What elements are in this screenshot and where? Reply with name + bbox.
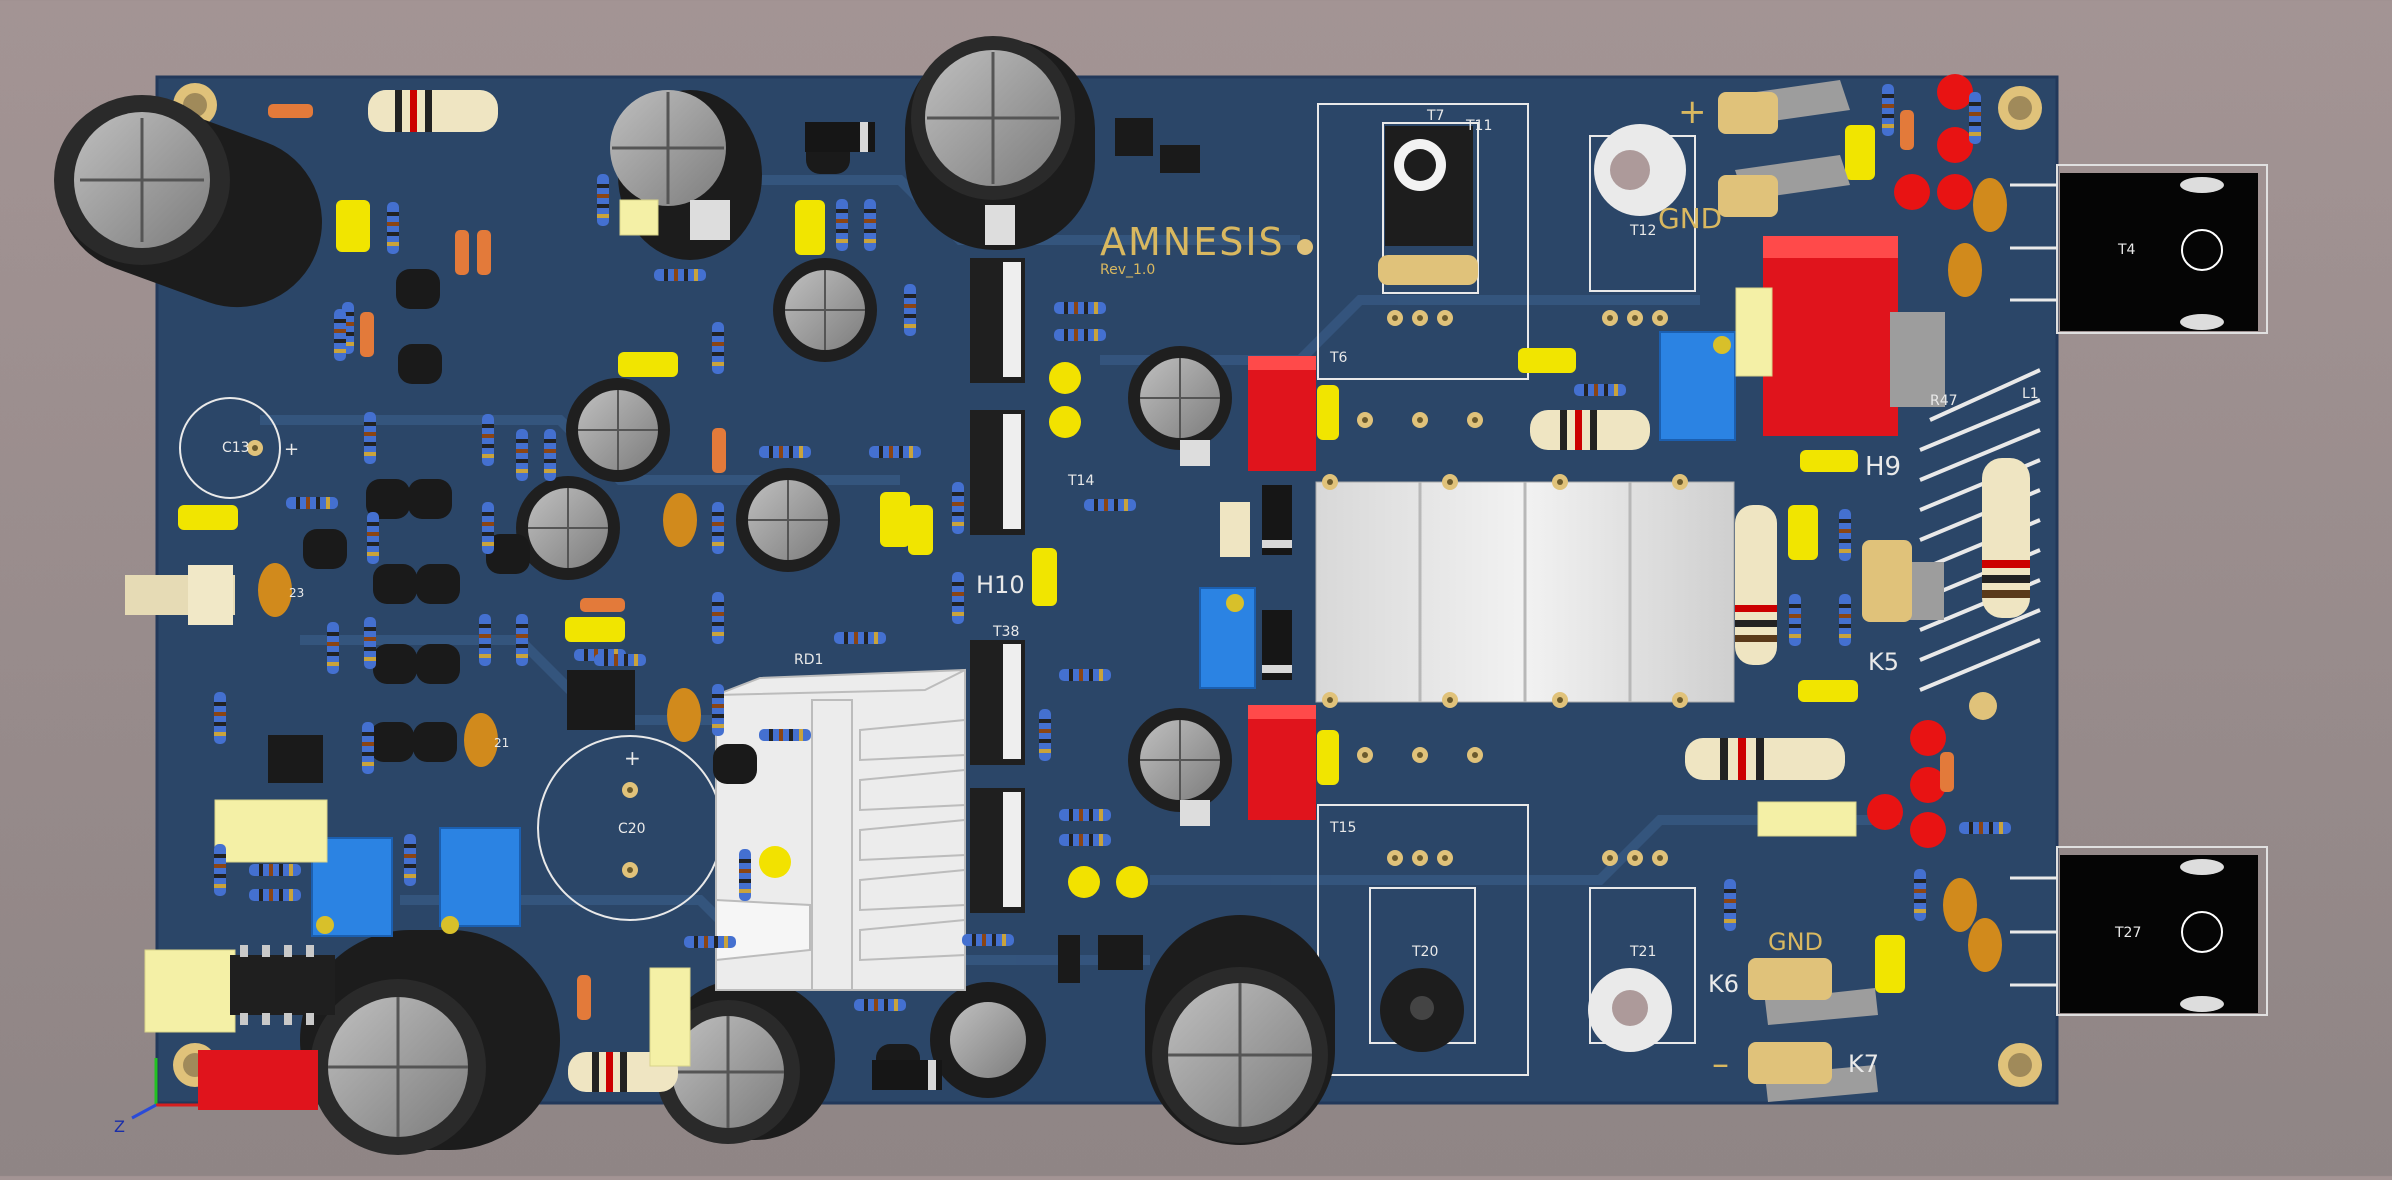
label-h9: H9 <box>1865 452 1901 482</box>
label-h10: H10 <box>976 571 1025 599</box>
label-t21: T21 <box>1629 944 1656 960</box>
capacitor-large-topleft <box>54 95 322 308</box>
label-t38: T38 <box>992 624 1019 640</box>
axis-gizmo: Z <box>114 1058 198 1136</box>
label-t4: T4 <box>2117 242 2136 258</box>
label-gnd-bottom: GND <box>1768 928 1823 956</box>
output-transistor-t27 <box>2056 846 2268 1016</box>
label-t20: T20 <box>1411 944 1438 960</box>
capacitor-large-bottom1 <box>300 930 560 1155</box>
red-leds <box>1867 74 1973 848</box>
output-transistor-t4 <box>2056 164 2268 334</box>
transistor-t12 <box>1594 124 1686 216</box>
yellow-leds <box>759 362 1148 898</box>
connector-input <box>125 565 235 625</box>
label-c20: C20 <box>618 821 646 837</box>
capacitor-medium-1 <box>772 257 878 363</box>
label-rd1: RD1 <box>794 652 823 668</box>
label-k7: K7 <box>1848 1050 1879 1078</box>
label-k5: K5 <box>1868 648 1899 676</box>
orange-diodes <box>268 104 1954 1020</box>
capacitor-medium-6 <box>1127 707 1233 813</box>
label-t12: T12 <box>1629 223 1656 239</box>
label-t14: T14 <box>1067 473 1094 489</box>
axis-z-label: Z <box>114 1117 125 1136</box>
capacitor-medium-2 <box>565 377 671 483</box>
label-t15: T15 <box>1329 820 1356 836</box>
terminal-pads <box>1718 92 1912 1084</box>
transistor-t7 <box>1378 126 1478 285</box>
power-resistors <box>368 90 2030 1092</box>
label-c13: C13 <box>222 440 250 456</box>
label-l1: L1 <box>2022 386 2039 402</box>
capacitor-medium-4 <box>735 467 841 573</box>
label-r47: R47 <box>1930 393 1958 409</box>
capacitor-medium-3 <box>515 475 621 581</box>
capacitor-bottom-small <box>930 982 1046 1098</box>
heatsink-rd1 <box>715 668 966 991</box>
board-revision: Rev_1.0 <box>1100 262 1155 278</box>
capacitor-medium-5 <box>1127 345 1233 451</box>
label-c20-plus: + <box>624 746 641 770</box>
yellow-small-capacitors <box>178 125 1905 993</box>
label-plus-top: + <box>1678 92 1707 132</box>
label-c13-plus: + <box>284 439 299 460</box>
label-c23: 23 <box>289 586 304 600</box>
orange-tantalum-capacitors <box>258 178 2007 972</box>
heatsink-main <box>1315 481 1735 703</box>
ic-dip8 <box>230 945 335 1025</box>
pin-headers <box>268 118 1200 983</box>
label-t27: T27 <box>2114 925 2141 941</box>
label-k6: K6 <box>1708 970 1739 998</box>
label-t7: T7 <box>1426 108 1444 124</box>
label-t11: T11 <box>1465 118 1492 134</box>
capacitor-large-top2 <box>905 36 1095 250</box>
capacitor-large-bottom3 <box>1145 915 1335 1145</box>
transistor-t21 <box>1588 968 1672 1052</box>
label-minus-bottom: – <box>1712 1044 1729 1084</box>
yellow-box-capacitors <box>144 199 1857 1067</box>
red-capacitors <box>198 236 1898 1110</box>
label-c21: 21 <box>494 736 509 750</box>
label-gnd-top: GND <box>1658 202 1722 235</box>
capacitor-large-bottom2 <box>656 980 835 1144</box>
label-t6: T6 <box>1329 350 1348 366</box>
board-title: AMNESIS <box>1100 220 1285 264</box>
transistor-t20 <box>1380 968 1464 1052</box>
